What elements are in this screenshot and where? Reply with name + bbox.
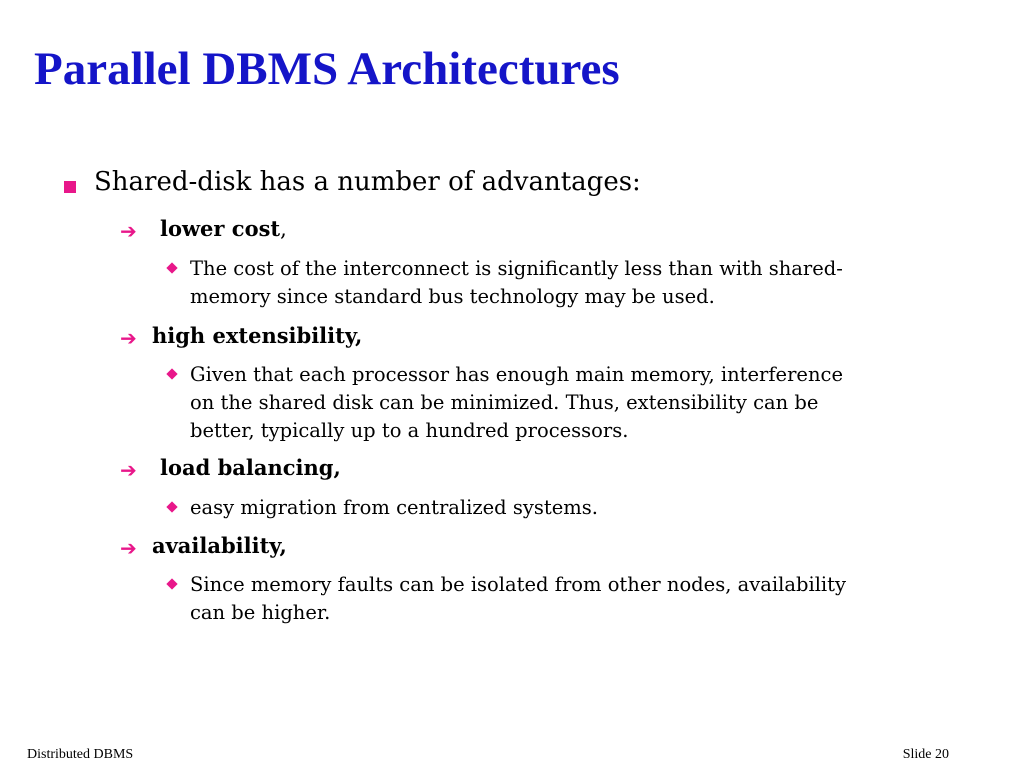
advantage-detail-line: easy migration from centralized systems. xyxy=(190,496,598,519)
diamond-bullet-icon xyxy=(166,262,178,274)
advantage-heading-text: high extensibility, xyxy=(152,323,363,348)
advantage-heading-availability: availability, xyxy=(152,533,287,559)
diamond-bullet-icon xyxy=(166,368,178,380)
arrow-right-icon: ➔ xyxy=(120,326,137,350)
advantage-heading-high-extensibility: high extensibility, xyxy=(152,323,362,349)
advantage-detail-line: on the shared disk can be minimized. Thu… xyxy=(190,391,819,414)
advantage-heading-load-balancing: load balancing, xyxy=(160,455,341,481)
advantage-heading-text: load balancing, xyxy=(160,455,341,480)
advantage-detail-line: better, typically up to a hundred proces… xyxy=(190,419,629,442)
arrow-right-icon: ➔ xyxy=(120,536,137,560)
arrow-right-icon: ➔ xyxy=(120,219,137,243)
advantage-heading-text: lower cost xyxy=(160,216,281,241)
diamond-bullet-icon xyxy=(166,578,178,590)
footer-slide-number: Slide 20 xyxy=(902,747,949,762)
footer-course-name: Distributed DBMS xyxy=(27,747,134,762)
advantage-detail-line: memory since standard bus technology may… xyxy=(190,285,715,308)
advantage-heading-text: availability, xyxy=(152,533,287,558)
advantage-detail-line: The cost of the interconnect is signific… xyxy=(190,257,843,280)
advantage-detail-line: Given that each processor has enough mai… xyxy=(190,363,843,386)
arrow-right-icon: ➔ xyxy=(120,458,137,482)
advantage-detail-line: Since memory faults can be isolated from… xyxy=(190,573,847,596)
diamond-bullet-icon xyxy=(166,501,178,513)
slide-title: Parallel DBMS Architectures xyxy=(34,43,620,95)
advantage-heading-suffix: , xyxy=(280,217,287,241)
square-bullet-icon xyxy=(64,181,76,193)
advantage-heading-lower-cost: lower cost, xyxy=(160,216,287,242)
main-point-text: Shared-disk has a number of advantages: xyxy=(94,167,641,197)
advantage-detail-line: can be higher. xyxy=(190,601,331,624)
